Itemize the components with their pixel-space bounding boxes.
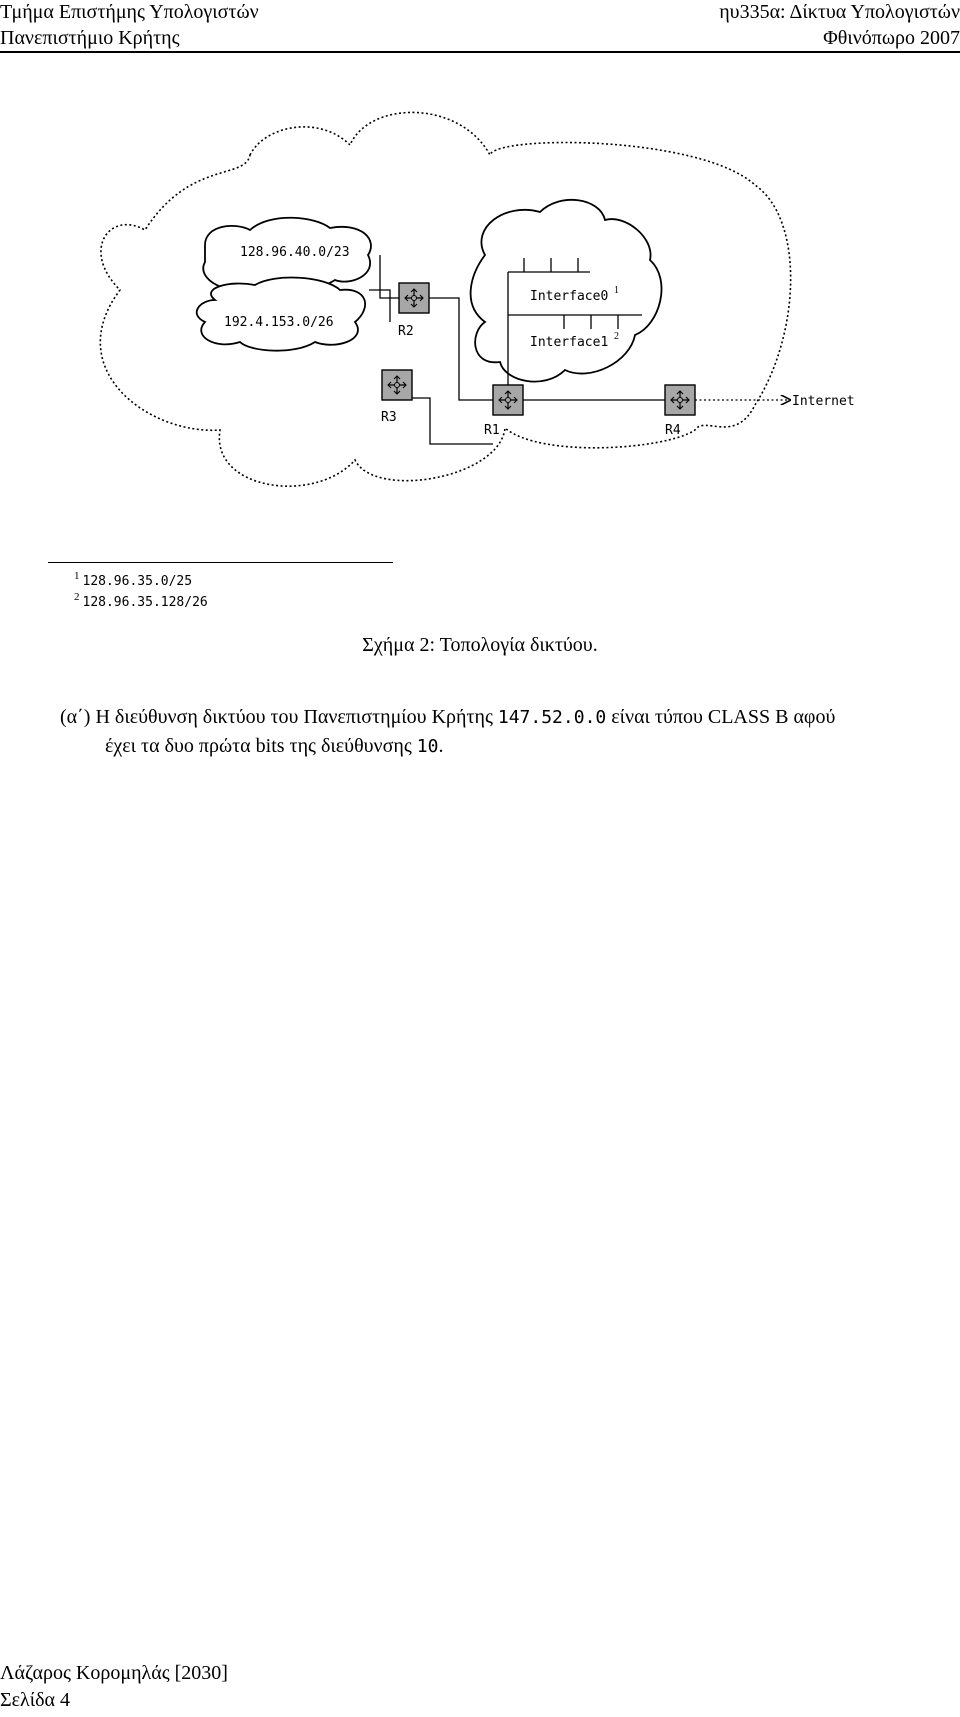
network-address: 147.52.0.0 — [497, 707, 607, 728]
label-r3: R3 — [381, 410, 397, 425]
header-semester: Φθινόπωρο 2007 — [823, 27, 960, 49]
cloud-r1-lan — [469, 198, 663, 383]
answer-line2-end: . — [438, 735, 444, 757]
answer-label: (α΄) — [60, 706, 91, 728]
header-department: Τμήμα Επιστήμης Υπολογιστών — [0, 1, 259, 23]
label-r2: R2 — [398, 324, 414, 339]
label-interface1: Interface1 — [530, 335, 608, 350]
answer-line2-text-a: έχει τα δυο πρώτα bits της διεύθυνσης — [105, 735, 417, 757]
header-rule — [0, 51, 960, 53]
footnote-2-mark: 2 — [74, 591, 80, 603]
footnote-1-mark: 1 — [74, 570, 80, 582]
label-interface0: Interface0 — [530, 289, 608, 304]
label-interface1-mark: 2 — [614, 331, 619, 342]
label-subnet-a: 128.96.40.0/23 — [240, 245, 350, 260]
answer-line1-text-a: Η διεύθυνση δικτύου του Πανεπιστημίου Κρ… — [95, 706, 498, 728]
footnote-1-text: 128.96.35.0/25 — [82, 574, 193, 589]
label-r1: R1 — [484, 423, 500, 438]
label-interface0-mark: 1 — [614, 285, 619, 296]
label-subnet-b: 192.4.153.0/26 — [224, 315, 334, 330]
answer-paragraph: (α΄) Η διεύθυνση δικτύου του Πανεπιστημί… — [60, 703, 960, 761]
answer-line1-text-b: είναι τύπου CLASS B αφού — [606, 706, 836, 728]
label-r4: R4 — [665, 423, 681, 438]
router-r4 — [664, 384, 696, 416]
outer-network-cloud — [99, 111, 792, 487]
router-r1 — [492, 384, 524, 416]
header-course: ηυ335α: Δίκτυα Υπολογιστών — [719, 1, 960, 23]
router-r2 — [398, 282, 430, 314]
footnote-rule — [48, 562, 393, 563]
router-r3 — [381, 369, 413, 401]
leading-bits: 10 — [416, 736, 439, 757]
answer-line-2: έχει τα δυο πρώτα bits της διεύθυνσης 10… — [60, 732, 960, 761]
network-topology-diagram: 128.96.40.0/23 192.4.153.0/26 Interface0… — [99, 111, 855, 487]
footnote-2-text: 128.96.35.128/26 — [82, 595, 208, 610]
label-internet: Internet — [792, 394, 855, 409]
footer-page-number: Σελίδα 4 — [0, 1689, 71, 1711]
answer-line-1: (α΄) Η διεύθυνση δικτύου του Πανεπιστημί… — [60, 703, 960, 732]
header-university: Πανεπιστήμιο Κρήτης — [0, 27, 180, 49]
figure-caption: Σχήμα 2: Τοπολογία δικτύου. — [362, 634, 598, 656]
cloud-subnet-b — [195, 276, 366, 352]
footer-author: Λάζαρος Κορομηλάς [2030] — [0, 1662, 228, 1684]
